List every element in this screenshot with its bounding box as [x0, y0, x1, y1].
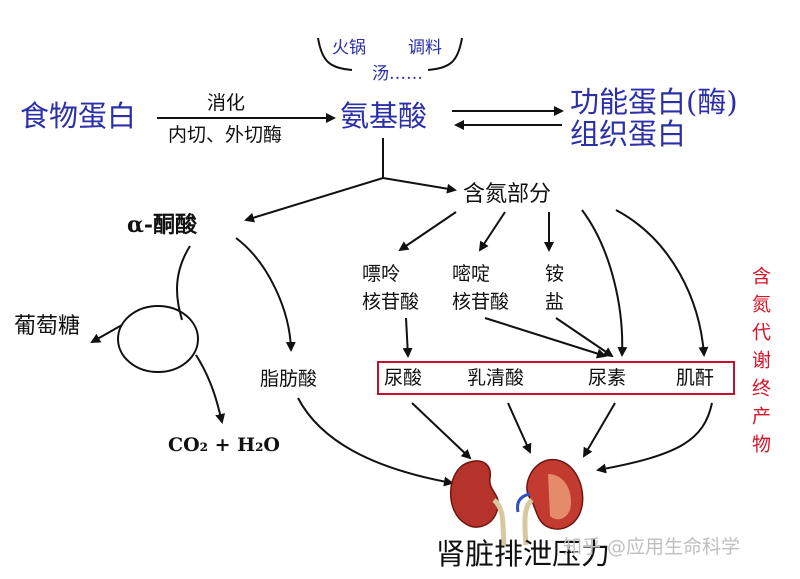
- keto-to-fatty-arrow: [235, 237, 296, 352]
- pyrimidine-to-urea-arrow: [484, 317, 607, 359]
- to-creatinine-arrow: [615, 209, 709, 357]
- creatinine-label: 肌酐: [676, 367, 715, 389]
- purine-to-uric-arrow: [402, 317, 413, 358]
- nitrogen-part-label: 含氮部分: [463, 182, 552, 207]
- co2-h2o-label: CO₂ + H₂O: [168, 434, 280, 456]
- urea-to-kidney-arrow: [582, 402, 616, 458]
- pyrimidine-label: 嘧啶: [452, 263, 491, 285]
- amino-acid-label: 氨基酸: [340, 99, 428, 133]
- creatinine-to-kidney-arrow: [596, 402, 713, 474]
- hotpot-label: 火锅: [332, 38, 366, 58]
- kidney-pressure-label: 肾脏排泄压力: [436, 537, 611, 571]
- to-purine-arrow: [398, 211, 457, 252]
- purine-label: 嘌呤: [362, 263, 401, 285]
- ammonium-to-urea-arrow: [555, 317, 614, 358]
- kidney-pair-icon: [450, 459, 584, 546]
- seasoning-label: 调料: [408, 38, 442, 58]
- to-nitrogen-arrow: [382, 177, 457, 194]
- urea-label: 尿素: [588, 367, 627, 389]
- fatty-acid-label: 脂肪酸: [260, 368, 318, 390]
- to-co2-arrow: [195, 354, 226, 424]
- to-glucose-arrow: [90, 324, 123, 343]
- glucose-label: 葡萄糖: [14, 314, 81, 339]
- to-pyrimidine-arrow: [478, 211, 506, 252]
- pyrimidine-nucleotide-label: 核苷酸: [452, 291, 510, 313]
- fatty-to-kidney-arrow: [297, 397, 454, 487]
- end-products-box: [377, 361, 735, 395]
- soup-label: 汤……: [372, 64, 423, 84]
- metabolic-cycle: [117, 305, 199, 373]
- to-keto-arrow: [244, 177, 384, 223]
- functional-protein-label: 功能蛋白(酶): [570, 85, 738, 119]
- ammonium-salt-label: 盐: [545, 291, 565, 313]
- alpha-keto-acid-label: α-酮酸: [127, 212, 198, 238]
- note-bracket-left: [317, 37, 353, 71]
- note-bracket-right: [427, 37, 463, 71]
- lactic-acid-label: 乳清酸: [467, 367, 525, 389]
- end-product-vertical-label: 含氮代谢终产物: [749, 266, 771, 462]
- enzyme-label: 内切、外切酶: [168, 124, 283, 146]
- digestion-label: 消化: [207, 92, 246, 114]
- keto-to-cycle: [176, 245, 191, 321]
- lactic-to-kidney-arrow: [507, 402, 532, 454]
- to-urea-arrow: [581, 209, 628, 357]
- uric-to-kidney-arrow: [411, 402, 472, 460]
- purine-nucleotide-label: 核苷酸: [362, 291, 420, 313]
- watermark: 知乎 @应用生命科学: [563, 536, 741, 558]
- ammonium-label: 铵: [545, 263, 565, 285]
- tissue-protein-label: 组织蛋白: [570, 117, 687, 151]
- food-protein-label: 食物蛋白: [20, 99, 137, 133]
- uric-acid-label: 尿酸: [384, 367, 423, 389]
